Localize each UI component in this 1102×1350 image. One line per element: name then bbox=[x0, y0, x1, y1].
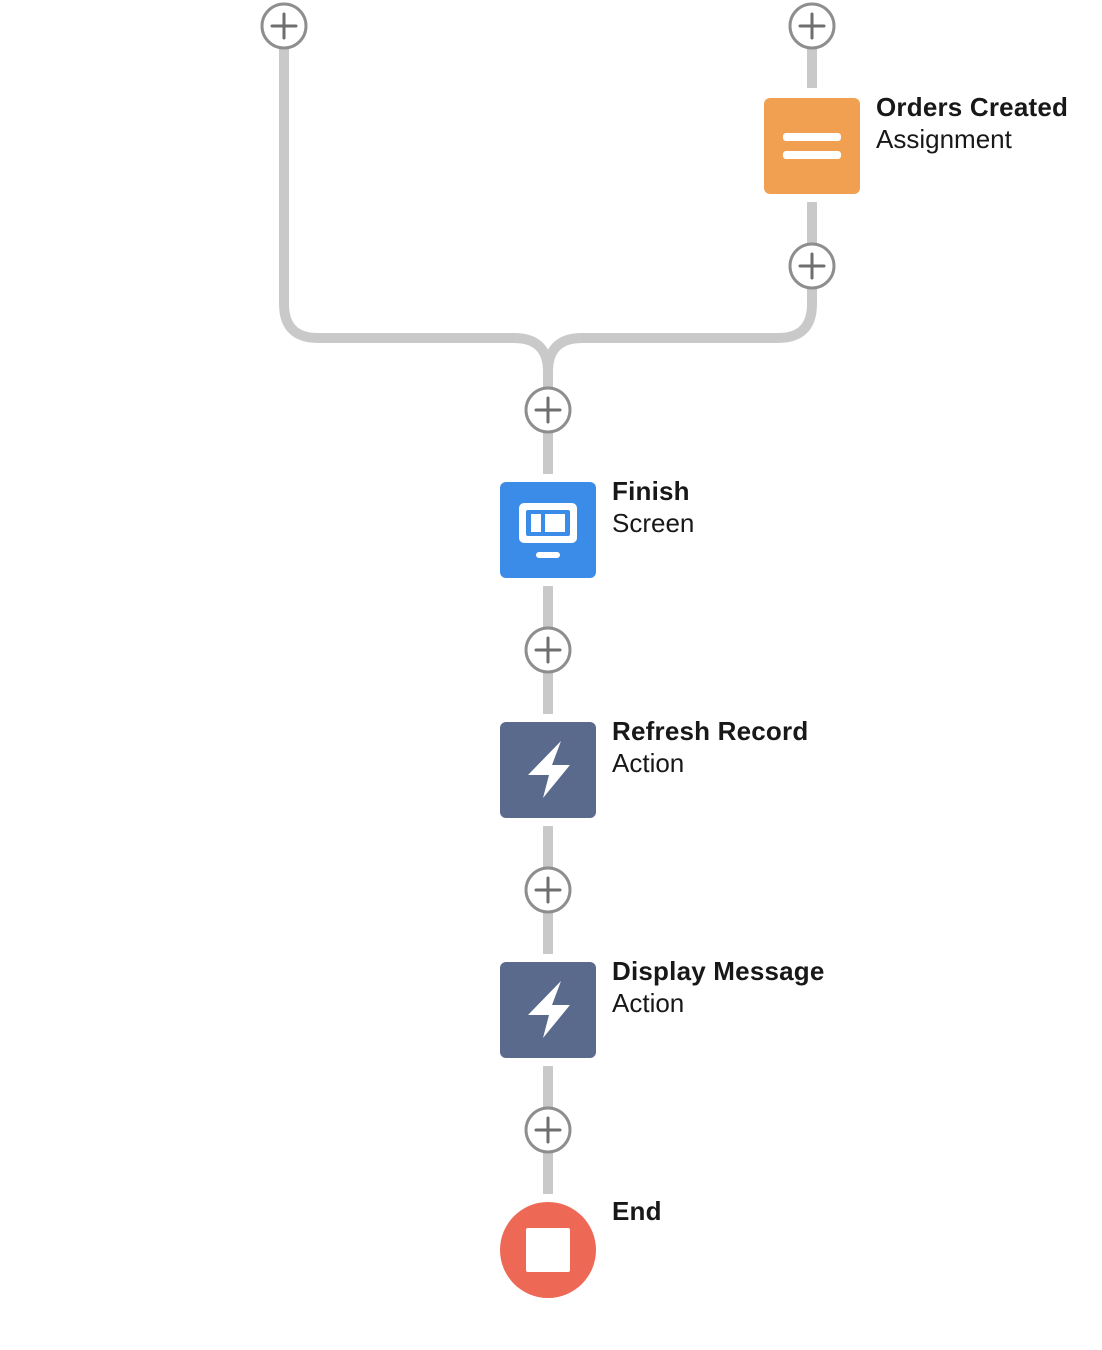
node-type: Screen bbox=[612, 508, 695, 538]
node-title: End bbox=[612, 1196, 662, 1226]
node-display-message[interactable] bbox=[500, 962, 596, 1058]
add-element-button[interactable] bbox=[524, 626, 572, 674]
node-finish[interactable] bbox=[500, 482, 596, 578]
node-end[interactable] bbox=[500, 1202, 596, 1298]
add-element-button[interactable] bbox=[260, 2, 308, 50]
node-title: Display Message bbox=[612, 956, 825, 986]
node-label-finish: Finish Screen bbox=[612, 475, 694, 539]
lightning-bolt-icon bbox=[528, 741, 570, 798]
node-type: Assignment bbox=[876, 124, 1012, 154]
node-label-refresh-record: Refresh Record Action bbox=[612, 715, 808, 779]
add-element-button[interactable] bbox=[524, 1106, 572, 1154]
node-label-end: End bbox=[612, 1195, 662, 1227]
assignment-icon bbox=[783, 133, 841, 159]
node-title: Finish bbox=[612, 476, 690, 506]
lightning-bolt-icon bbox=[528, 981, 570, 1038]
add-element-button[interactable] bbox=[788, 2, 836, 50]
add-element-button[interactable] bbox=[524, 386, 572, 434]
node-orders-created[interactable] bbox=[764, 98, 860, 194]
node-type: Action bbox=[612, 988, 685, 1018]
node-label-orders-created: Orders Created Assignment bbox=[876, 91, 1068, 155]
node-title: Orders Created bbox=[876, 92, 1069, 122]
node-type: Action bbox=[612, 748, 685, 778]
add-element-button[interactable] bbox=[788, 242, 836, 290]
stop-icon bbox=[526, 1228, 570, 1272]
node-title: Refresh Record bbox=[612, 716, 809, 746]
connector-right-branch-lower bbox=[543, 202, 817, 373]
add-element-button[interactable] bbox=[524, 866, 572, 914]
node-refresh-record[interactable] bbox=[500, 722, 596, 818]
connector-left-branch bbox=[279, 48, 553, 373]
node-label-display-message: Display Message Action bbox=[612, 955, 825, 1019]
assignment-node-box bbox=[764, 98, 860, 194]
screen-icon bbox=[519, 503, 577, 558]
